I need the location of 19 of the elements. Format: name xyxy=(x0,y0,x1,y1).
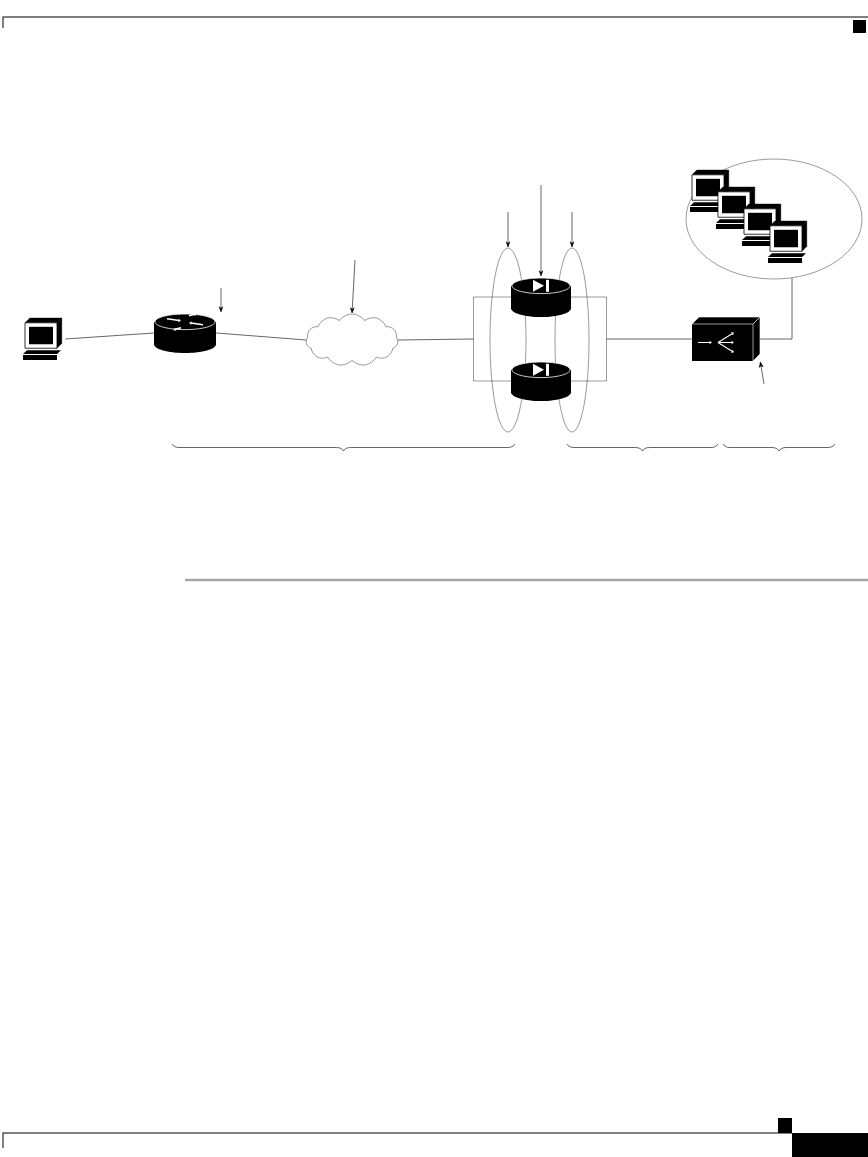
connector-line xyxy=(759,277,793,340)
group-ellipse xyxy=(685,158,863,280)
connector-line xyxy=(215,332,307,341)
cloud-shape xyxy=(306,313,398,366)
connector-line xyxy=(397,338,474,341)
arrow xyxy=(218,287,224,313)
connector-line xyxy=(606,338,693,340)
arrow xyxy=(350,259,356,314)
computer-icon xyxy=(768,220,807,263)
appliance-icon xyxy=(511,361,571,401)
arrow xyxy=(505,211,511,248)
connector-line xyxy=(64,332,155,340)
router-icon xyxy=(154,312,216,353)
arrow xyxy=(759,361,765,385)
arrow xyxy=(538,184,544,277)
appliance-icon xyxy=(511,277,571,317)
computer-icon xyxy=(23,317,62,360)
arrow xyxy=(569,211,575,248)
switch-icon xyxy=(691,316,761,362)
